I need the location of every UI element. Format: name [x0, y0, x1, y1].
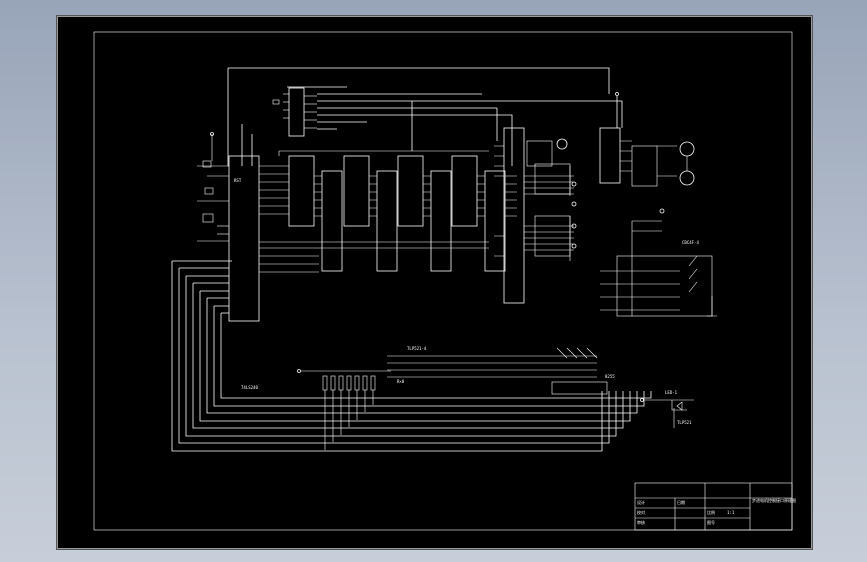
- title-cell-designer: 设计: [637, 499, 645, 505]
- title-cell-review: 审核: [637, 519, 645, 525]
- motor-2: [679, 170, 695, 186]
- relay-block: CBC4F-4: [600, 208, 717, 317]
- top-bus: [227, 67, 623, 166]
- rst-label: RST: [234, 178, 242, 183]
- opto-bus-label: TLP521-4: [407, 346, 427, 351]
- led-label: LED-1: [665, 390, 678, 395]
- diode-matrix: 8255: [387, 347, 615, 395]
- rotary-label: TLP521: [677, 420, 692, 425]
- mcu-left: RST: [197, 132, 260, 322]
- schematic-drawing: RST: [57, 16, 812, 549]
- title-block: 步进电机控制接口原理图 设计 校对 审核 日期 比例 1:1 图号: [634, 482, 796, 531]
- title-cell-date: 日期: [677, 499, 685, 505]
- title-cell-number: 图号: [707, 519, 715, 525]
- title-cell-check: 校对: [637, 509, 645, 515]
- bus-label: 74LS240: [241, 385, 258, 390]
- latch-chips: [288, 155, 506, 272]
- title-caption: 步进电机控制接口原理图: [752, 497, 796, 503]
- diode-array-label: R×8: [397, 379, 405, 384]
- title-cell-scale: 比例: [707, 509, 715, 515]
- bottom-bus: 74LS240: [171, 260, 652, 452]
- chip-b-label: 8255: [605, 374, 615, 379]
- outer-border: [57, 16, 812, 549]
- interface-chip: [494, 127, 577, 304]
- latch-pin-stubs: [259, 150, 517, 273]
- chip-top-small: [272, 87, 317, 137]
- driver-chip: [599, 127, 695, 187]
- title-cell-ratio: 1:1: [727, 510, 735, 515]
- motor-1: [679, 141, 695, 157]
- resistor-array: TLP521-4 R×8: [297, 346, 427, 450]
- relay-label: CBC4F-4: [682, 240, 699, 245]
- schematic-sheet: RST: [56, 15, 813, 550]
- led-circuit: LED-1 TLP521: [640, 390, 694, 428]
- inner-border: [93, 31, 793, 531]
